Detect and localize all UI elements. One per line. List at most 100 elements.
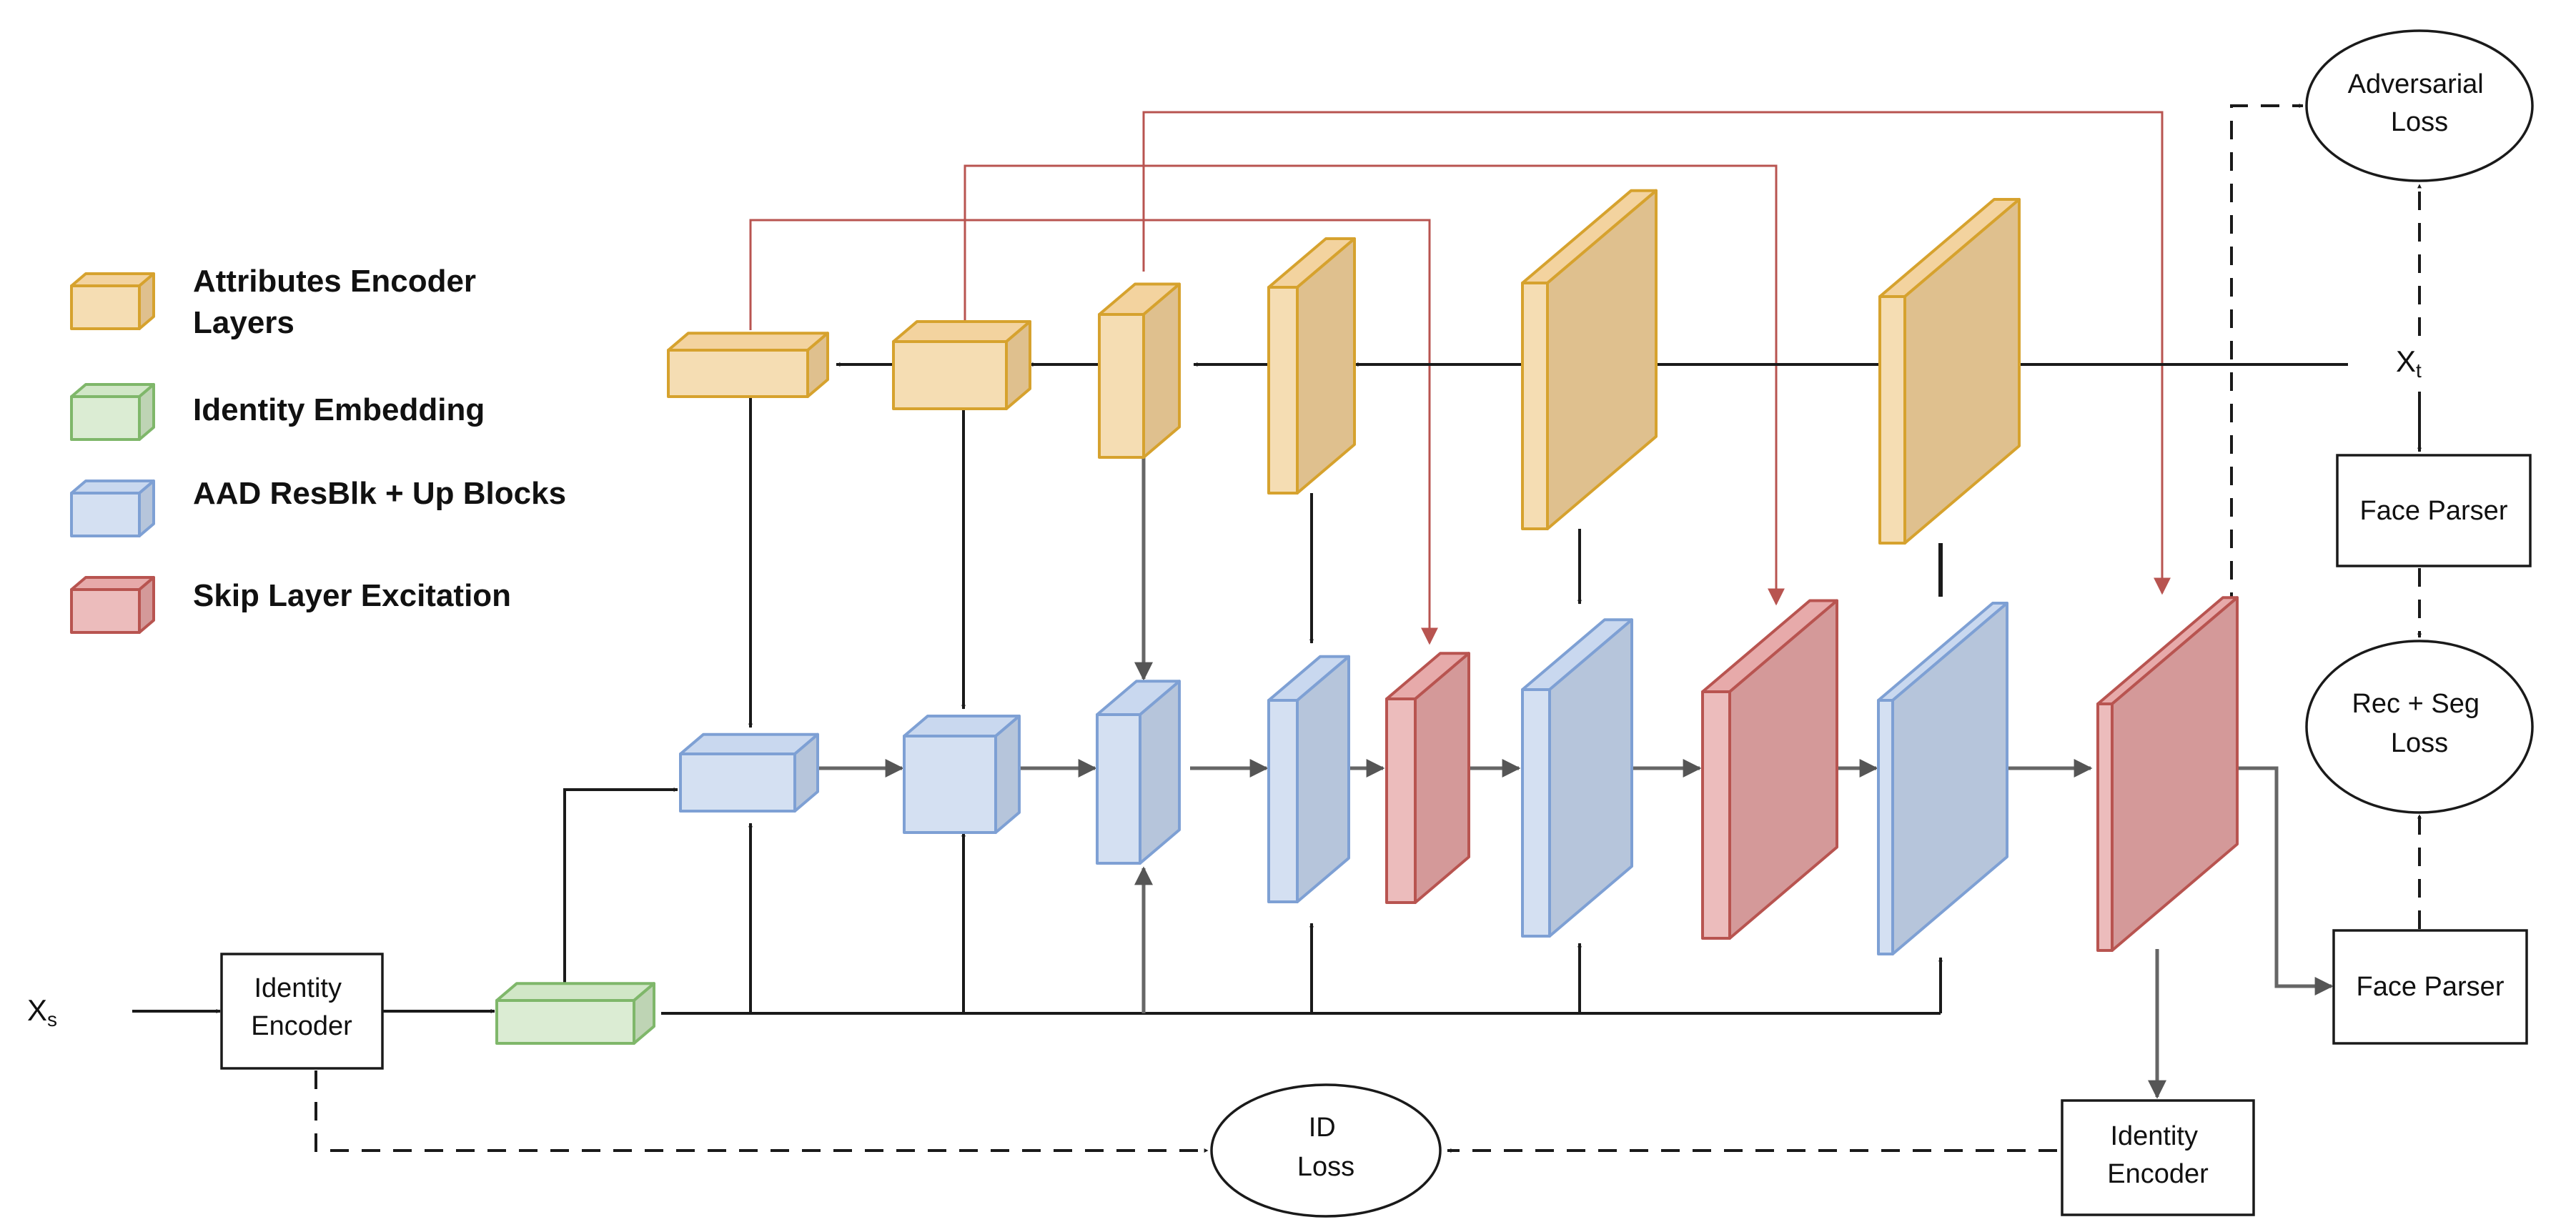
cube-side-face (138, 480, 155, 537)
cube-side-face (138, 576, 155, 634)
cube-side-face (138, 272, 155, 330)
cube-front-face (70, 284, 141, 330)
cube-front-face (1701, 690, 1731, 940)
aad-block-4 (1267, 655, 1350, 903)
legend-identity-label: Identity Embedding (193, 392, 485, 427)
adversarial-loss: Adversarial Loss (2305, 29, 2534, 182)
legend-aad-label: AAD ResBlk + Up Blocks (193, 476, 566, 511)
cube-front-face (1267, 286, 1299, 495)
cube-side-face (1728, 599, 1838, 940)
identity-encoder-left-line1: Identity (254, 973, 342, 1003)
rec-seg-loss-label: Rec + Seg Loss (2352, 689, 2487, 758)
cube-side-face (994, 714, 1021, 834)
connections (132, 104, 2422, 1153)
legend-identity-icon (70, 383, 155, 441)
rec-seg-loss-line2: Loss (2391, 728, 2448, 758)
identity-embedding-block (495, 982, 655, 1045)
cube-front-face (1877, 699, 1894, 955)
face-parser-top: Face Parser (2336, 454, 2532, 567)
cube-side-face (1891, 602, 2008, 955)
id-loss-line1: ID (1309, 1113, 1336, 1143)
cube-front-face (2096, 702, 2114, 952)
xs-main: X (27, 993, 47, 1027)
aad-block-2 (903, 714, 1021, 834)
face-parser-top-box (2336, 454, 2532, 567)
cube-side-face (1296, 655, 1350, 903)
cube-side-face (1903, 198, 2021, 545)
skip-connection-1 (749, 219, 1438, 645)
cube-side-face (1296, 237, 1356, 495)
face-parser-bottom: Face Parser (2332, 929, 2528, 1045)
aad-block-8 (1877, 602, 2008, 955)
cube-front-face (1385, 697, 1417, 904)
cube-side-face (1005, 319, 1031, 410)
face-parser-top-label: Face Parser (2360, 496, 2508, 526)
adversarial-loss-line2: Loss (2391, 107, 2448, 137)
cube-front-face (70, 492, 141, 537)
cube-side-face (633, 982, 655, 1045)
xs-label: Xs (27, 993, 57, 1030)
arrow-output-to-face-parser (2223, 766, 2334, 995)
xt-label: Xt (2396, 344, 2422, 382)
skip-layer-block-2 (1701, 599, 1838, 940)
cube-front-face (1267, 699, 1299, 903)
cube-front-face (70, 395, 141, 441)
xs-sub: s (47, 1008, 57, 1030)
skip-layer-blocks (1385, 596, 2239, 952)
xt-main: X (2396, 344, 2416, 378)
skip-layer-block-1 (1385, 652, 1470, 904)
adversarial-loss-line1: Adversarial (2348, 69, 2484, 99)
identity-encoder-left-line2: Encoder (251, 1011, 352, 1041)
id-loss-label: ID Loss (1297, 1113, 1354, 1182)
face-parser-bottom-label: Face Parser (2357, 972, 2505, 1002)
cube-side-face (138, 383, 155, 441)
skip-connections (749, 111, 2171, 645)
attribute-encoder-block-4 (1267, 237, 1356, 495)
adversarial-loss-label: Adversarial Loss (2348, 69, 2492, 137)
attribute-encoder-block-1 (667, 332, 829, 398)
identity-encoder-left-label: Identity Encoder (251, 973, 352, 1041)
aad-block-3 (1096, 680, 1181, 865)
cube-front-face (679, 752, 796, 813)
xt-sub: t (2416, 359, 2422, 382)
identity-encoder-right-line1: Identity (2110, 1121, 2198, 1151)
aad-resblk-blocks (679, 602, 2008, 955)
legend-skip-icon (70, 576, 155, 634)
cube-front-face (903, 735, 997, 834)
attribute-encoder-block-6 (1878, 198, 2021, 545)
cube-side-face (1142, 282, 1181, 459)
cube-front-face (892, 340, 1008, 410)
arrow-id-encoder-left-to-id-loss (314, 1070, 1209, 1153)
legend-attributes-icon (70, 272, 155, 330)
identity-encoder-right-line2: Encoder (2107, 1159, 2209, 1189)
cube-top-face (495, 982, 655, 1002)
cube-front-face (70, 588, 141, 634)
skip-connection-3 (1142, 111, 2171, 595)
cube-front-face (1096, 713, 1141, 865)
cube-front-face (1521, 688, 1551, 938)
rec-seg-loss: Rec + Seg Loss (2305, 640, 2534, 814)
legend-aad-icon (70, 480, 155, 537)
skip-layer-block-3 (2096, 596, 2239, 952)
cube-front-face (495, 999, 635, 1045)
cube-side-face (2111, 596, 2239, 952)
identity-encoder-left: Identity Encoder (220, 953, 384, 1070)
id-loss: ID Loss (1210, 1083, 1442, 1218)
attribute-encoder-block-2 (892, 319, 1031, 410)
attribute-encoder-layers (667, 189, 2021, 545)
identity-encoder-left-box (220, 953, 384, 1070)
face-parser-bottom-box (2332, 929, 2528, 1045)
legend-attributes-label: Attributes Encoder Layers (193, 264, 485, 340)
identity-encoder-right-label: Identity Encoder (2107, 1121, 2209, 1189)
cube-front-face (667, 349, 809, 398)
cube-side-face (1414, 652, 1470, 904)
id-loss-line2: Loss (1297, 1152, 1354, 1182)
arrow-embedding-to-aad1 (563, 788, 678, 985)
attribute-encoder-block-5 (1521, 189, 1658, 530)
legend-skip-label: Skip Layer Excitation (193, 578, 511, 613)
id-loss-ellipse (1210, 1083, 1442, 1218)
identity-encoder-right: Identity Encoder (2061, 1099, 2255, 1216)
cube-top-face (667, 332, 829, 352)
cube-front-face (1521, 282, 1549, 530)
